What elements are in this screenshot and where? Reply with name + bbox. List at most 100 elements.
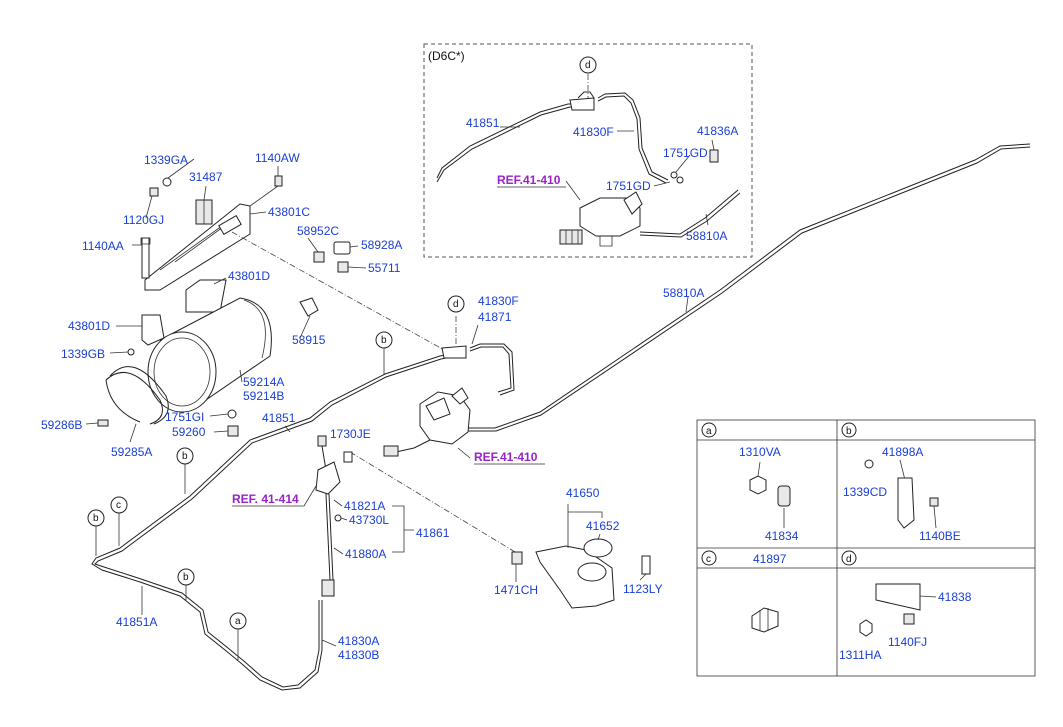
label-55711[interactable]: 55711 <box>368 261 401 275</box>
label-41830F-inset[interactable]: 41830F <box>573 125 614 139</box>
reservoir <box>511 538 651 609</box>
legend-41834[interactable]: 41834 <box>765 529 799 543</box>
legend-1140BE[interactable]: 1140BE <box>919 529 961 543</box>
bolt-1140BE <box>929 497 939 507</box>
label-1339GA[interactable]: 1339GA <box>144 153 188 167</box>
svg-text:d: d <box>846 554 852 565</box>
ref-41-410-inset[interactable]: REF.41-410 <box>497 173 561 187</box>
union-41834 <box>777 485 791 507</box>
label-1339GB[interactable]: 1339GB <box>61 347 105 361</box>
ref-41-410-main[interactable]: REF.41-410 <box>474 450 538 464</box>
inset-frame <box>423 43 753 258</box>
fitting-58928A <box>333 241 351 255</box>
legend-d-circle <box>841 550 857 566</box>
label-1123LY[interactable]: 1123LY <box>623 582 663 596</box>
label-43730L[interactable]: 43730L <box>349 513 389 527</box>
master-cylinder-main <box>383 387 471 457</box>
label-58915[interactable]: 58915 <box>292 333 326 347</box>
svg-text:a: a <box>706 426 712 437</box>
label-58810A[interactable]: 58810A <box>663 286 704 300</box>
label-43801C[interactable]: 43801C <box>268 205 310 219</box>
label-1120GJ[interactable]: 1120GJ <box>123 213 164 227</box>
legend-41897[interactable]: 41897 <box>753 552 787 566</box>
label-41851-inset[interactable]: 41851 <box>466 116 500 130</box>
inset-hose-41830F <box>597 92 669 181</box>
label-41851[interactable]: 41851 <box>262 411 296 425</box>
label-41861[interactable]: 41861 <box>416 526 450 540</box>
label-31487[interactable]: 31487 <box>189 170 223 184</box>
label-59214B[interactable]: 59214B <box>243 389 284 403</box>
label-41652[interactable]: 41652 <box>586 519 620 533</box>
hose-41830F <box>469 343 515 396</box>
label-41871[interactable]: 41871 <box>478 310 512 324</box>
label-1751GI[interactable]: 1751GI <box>165 410 204 424</box>
label-41650[interactable]: 41650 <box>566 486 600 500</box>
bracket-43801C <box>144 199 251 291</box>
bracket-43801D-upper <box>185 279 227 313</box>
svg-text:b: b <box>93 513 99 524</box>
label-1751GD-b[interactable]: 1751GD <box>606 179 651 193</box>
pipe-58810A <box>458 143 1031 429</box>
bolt-59286B <box>97 419 109 427</box>
legend-1140FJ[interactable]: 1140FJ <box>888 635 927 649</box>
strap-59285A <box>105 371 163 425</box>
label-58952C[interactable]: 58952C <box>297 224 339 238</box>
label-43801D-lower[interactable]: 43801D <box>68 319 110 333</box>
ref-41-414[interactable]: REF. 41-414 <box>232 492 299 506</box>
callout-d-circle <box>579 56 597 74</box>
bolt-1140FJ <box>903 613 915 625</box>
nut-1339GA <box>162 177 172 187</box>
label-43801D-upper[interactable]: 43801D <box>228 269 270 283</box>
label-58928A[interactable]: 58928A <box>361 238 402 252</box>
clip-41898A <box>897 477 915 529</box>
legend-41838[interactable]: 41838 <box>938 590 972 604</box>
legend-1310VA[interactable]: 1310VA <box>739 445 781 459</box>
legend-1339CD[interactable]: 1339CD <box>843 485 887 499</box>
inset-d6c: (D6C*) d 418 <box>423 43 753 258</box>
legend-41898A[interactable]: 41898A <box>882 445 923 459</box>
svg-text:d: d <box>585 60 591 71</box>
label-59285A[interactable]: 59285A <box>111 445 152 459</box>
label-41830B[interactable]: 41830B <box>338 648 379 662</box>
label-1730JE[interactable]: 1730JE <box>330 427 371 441</box>
svg-text:b: b <box>183 572 189 583</box>
inset-pipe-41851 <box>436 103 578 179</box>
inset-pipe-58810A <box>639 189 739 235</box>
label-41851A[interactable]: 41851A <box>116 615 157 629</box>
svg-text:a: a <box>235 616 241 627</box>
label-1471CH[interactable]: 1471CH <box>494 583 538 597</box>
legend-a-circle <box>701 422 717 438</box>
label-1140AW[interactable]: 1140AW <box>255 151 300 165</box>
label-59214A[interactable]: 59214A <box>243 375 284 389</box>
label-41830F[interactable]: 41830F <box>478 294 519 308</box>
label-1751GD-a[interactable]: 1751GD <box>663 146 708 160</box>
inset-gasket-1751GD <box>670 171 678 179</box>
inset-bracket <box>569 97 595 111</box>
pipe-41851 <box>91 351 461 691</box>
fitting-58915 <box>299 297 319 317</box>
fitting-55711 <box>337 261 349 273</box>
label-41880A[interactable]: 41880A <box>345 547 386 561</box>
label-41836A[interactable]: 41836A <box>697 124 738 138</box>
label-59260[interactable]: 59260 <box>172 425 206 439</box>
label-58810A-inset[interactable]: 58810A <box>686 229 727 243</box>
svg-text:d: d <box>453 299 459 310</box>
inset-bolt-41836A <box>709 149 719 163</box>
air-tank <box>147 297 272 413</box>
fitting-58952C <box>313 251 325 263</box>
callout-d-main <box>447 295 465 313</box>
nut-1310VA <box>749 475 767 495</box>
centerline-1 <box>231 231 456 357</box>
svg-text:b: b <box>381 335 387 346</box>
bolt-1140AW <box>274 175 283 187</box>
label-59286B[interactable]: 59286B <box>41 418 82 432</box>
label-41821A[interactable]: 41821A <box>344 499 385 513</box>
bracket-d-main <box>441 345 467 359</box>
legend-1311HA[interactable]: 1311HA <box>839 648 881 662</box>
label-1140AA[interactable]: 1140AA <box>82 239 124 253</box>
legend-table: a 1310VA 41834 b 41898A 1339CD 1140BE c … <box>696 419 1036 677</box>
nut-1339CD <box>864 459 874 469</box>
label-41830A[interactable]: 41830A <box>338 634 379 648</box>
